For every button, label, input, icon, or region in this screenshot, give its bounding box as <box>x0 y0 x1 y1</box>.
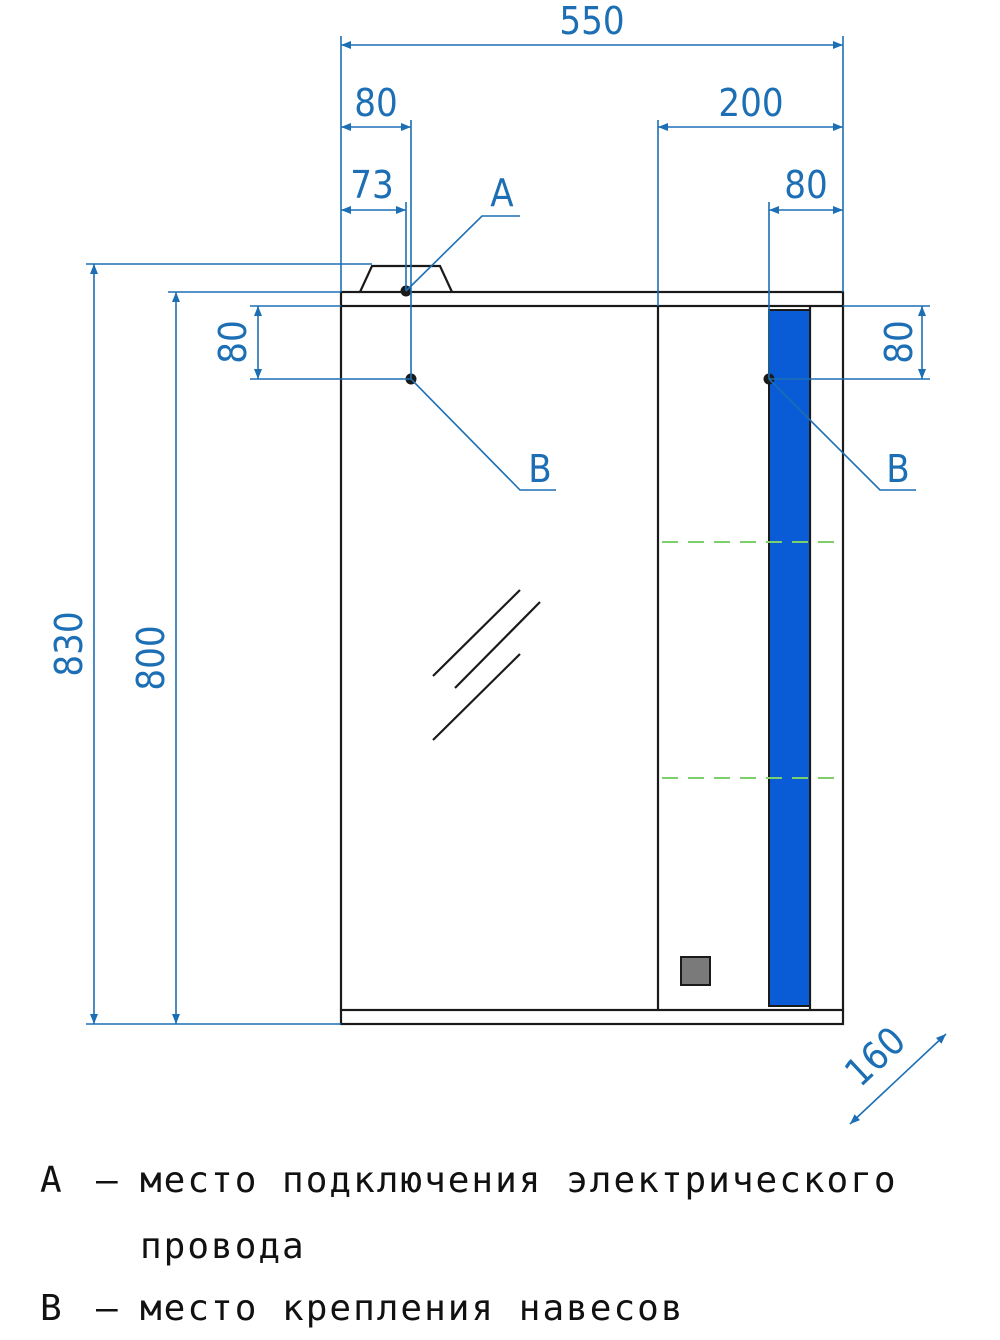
marker-b-right-label: B <box>886 447 909 491</box>
dim-right-strip: 80 <box>784 163 828 207</box>
mirror-reflection-icon <box>432 589 541 741</box>
accent-strip <box>768 309 811 1007</box>
dim-body-height: 800 <box>129 625 173 690</box>
legend-a-key: A <box>40 1160 64 1201</box>
bottom-panel <box>339 1008 845 1026</box>
dim-total-height: 830 <box>47 611 91 676</box>
legend-a-text-line1: место подключения электрического <box>140 1160 898 1201</box>
legend-b-key: B <box>40 1288 64 1329</box>
cabinet-outline <box>339 264 845 1026</box>
switch-icon <box>680 956 711 986</box>
marker-a-label: A <box>490 171 514 215</box>
dim-right-section: 200 <box>718 81 783 125</box>
top-panel <box>339 290 845 308</box>
dim-mount-offset-left: 80 <box>211 320 255 364</box>
legend-a: A–место подключения электрического <box>40 1160 898 1201</box>
dim-left-offset-a: 80 <box>354 81 398 125</box>
dim-depth: 160 <box>836 1018 914 1095</box>
dim-left-offset-b: 73 <box>350 163 394 207</box>
cabinet-drawing: 550 80 73 200 80 830 800 80 80 160 A B B <box>47 0 947 1125</box>
dim-line-160 <box>849 1033 947 1125</box>
legend-a-dash: – <box>96 1160 120 1201</box>
dim-total-width: 550 <box>559 0 624 43</box>
legend-b: B–место крепления навесов <box>40 1288 685 1329</box>
legend-a-text-line2: провода <box>140 1226 306 1267</box>
dimension-lines <box>86 36 947 1125</box>
dimension-labels: 550 80 73 200 80 830 800 80 80 160 A B B <box>47 0 921 1095</box>
leader-b-right <box>768 378 916 491</box>
legend-b-dash: – <box>96 1288 120 1329</box>
legend-a-continued: провода <box>140 1226 306 1267</box>
marker-b-left-label: B <box>528 447 551 491</box>
legend-b-text: место крепления навесов <box>140 1288 685 1329</box>
leader-a <box>405 215 520 292</box>
leader-b-left <box>410 378 556 491</box>
dim-mount-offset-right: 80 <box>877 320 921 364</box>
